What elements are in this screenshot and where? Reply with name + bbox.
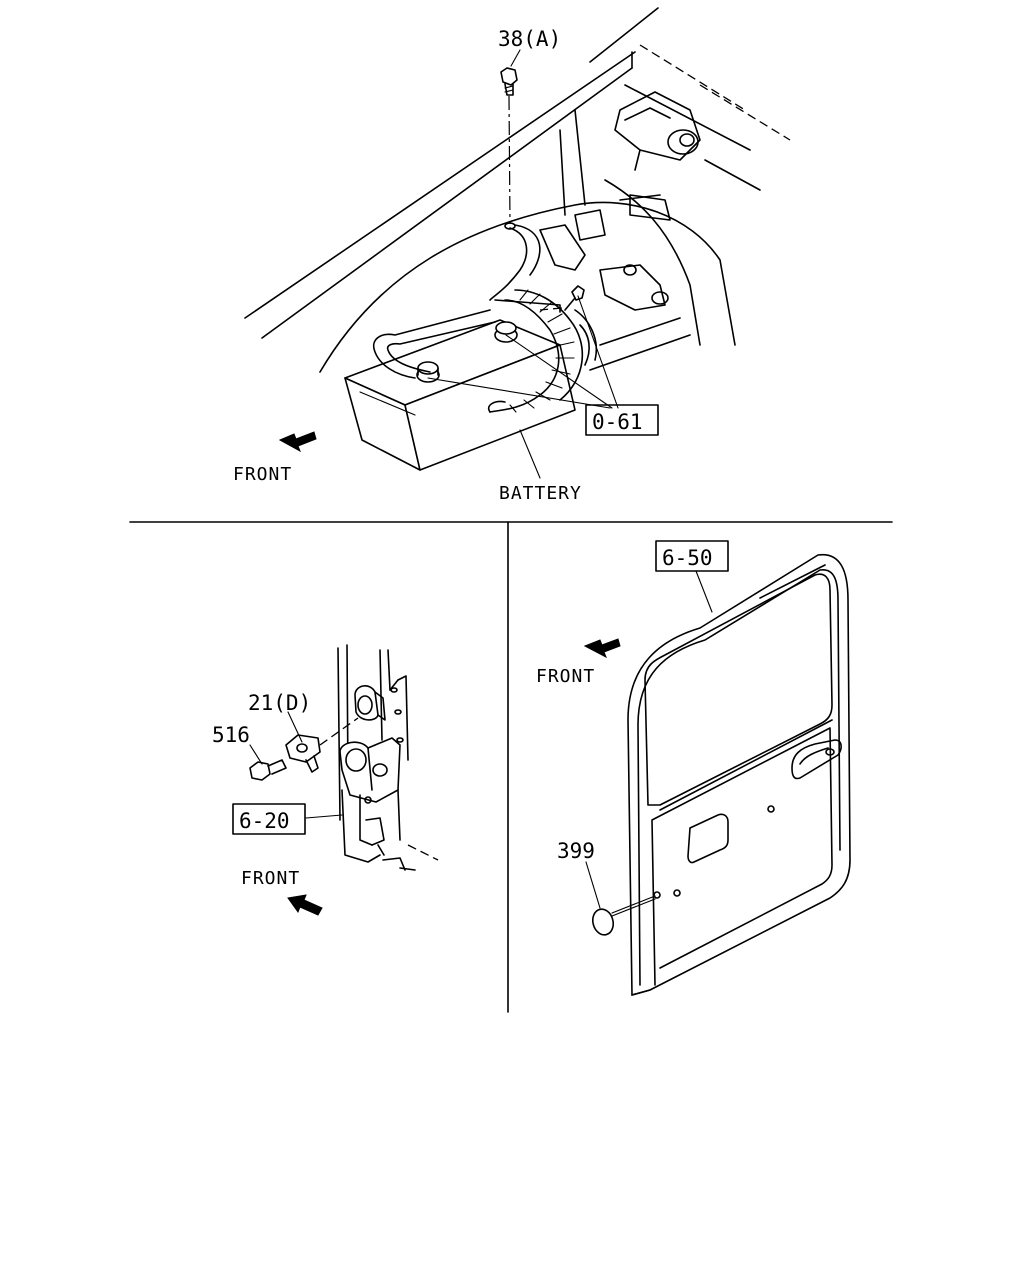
callout-label-38a: 38(A)	[498, 27, 561, 51]
leader-620	[305, 814, 343, 819]
bracket-to-hinge-hidden	[319, 717, 359, 746]
relay-bracket	[539, 224, 586, 271]
bracket-21d	[285, 734, 321, 773]
strut-mount-hole-2	[623, 264, 637, 276]
hood-hidden-line	[639, 44, 746, 111]
window-top-line	[759, 564, 826, 599]
door-window	[644, 573, 833, 806]
firewall-edge	[574, 109, 586, 206]
front-arrow-icon-left	[287, 894, 323, 916]
hood-edge	[589, 7, 659, 63]
callout-label-399: 399	[557, 839, 595, 863]
leader-399	[585, 861, 601, 909]
window-sill-line	[659, 719, 833, 811]
battery-section	[244, 7, 791, 479]
fender-line-outer	[244, 51, 636, 319]
hood-hidden-line-2	[699, 84, 791, 141]
door-hinge-section	[232, 644, 439, 916]
fender-line-inner	[261, 67, 633, 339]
leader-061-a	[427, 377, 611, 409]
callout-label-650: 6-50	[662, 546, 713, 570]
positive-cable	[373, 309, 491, 379]
panel-hole	[767, 805, 775, 813]
callout-label-061: 0-61	[592, 410, 643, 434]
strut-hole	[629, 194, 671, 221]
leader-061-b	[505, 334, 613, 409]
upper-hinge	[354, 685, 386, 721]
bolt-516	[249, 759, 287, 781]
leader-061-c	[577, 295, 619, 409]
lower-hinge	[339, 737, 401, 803]
pillar-flange	[397, 675, 409, 761]
cowl-line	[624, 84, 751, 151]
leader-21d	[287, 711, 303, 743]
door-handle	[791, 739, 842, 780]
plug-hole	[653, 891, 661, 899]
rear-door-section	[583, 540, 851, 996]
door-hidden-line	[407, 844, 439, 861]
inner-panel-opening	[687, 813, 729, 864]
bolt-38a	[500, 67, 518, 96]
leader-battery	[519, 429, 541, 479]
door-outer-outline	[627, 553, 851, 996]
strut-tower-line	[604, 179, 701, 346]
wiring-harness	[487, 289, 597, 413]
pillar-line-3	[379, 649, 383, 741]
pillar-line-1	[337, 647, 341, 821]
battery-label: BATTERY	[499, 483, 582, 504]
callout-label-620: 6-20	[239, 809, 290, 833]
panel-hole-2	[673, 889, 681, 897]
door-edge	[341, 789, 381, 863]
plug-leader	[611, 895, 656, 914]
leader-650	[695, 570, 713, 613]
wiper-motor	[614, 91, 701, 171]
plug-399	[591, 908, 615, 936]
front-label-right: FRONT	[536, 666, 595, 687]
ground-cable	[489, 227, 528, 301]
strut-hole-edge	[619, 194, 661, 201]
tray-line	[589, 334, 691, 371]
callout-38a-leader	[510, 49, 521, 67]
bolt-38a-leader	[508, 95, 511, 225]
door-lower-panel	[651, 727, 833, 986]
wheel-house-outline	[319, 201, 736, 373]
callout-box-061	[585, 404, 659, 436]
front-label-left: FRONT	[241, 868, 300, 889]
callout-label-21d: 21(D)	[248, 691, 311, 715]
pillar-line-4	[387, 649, 391, 691]
front-arrow-icon-right	[583, 638, 621, 659]
leader-516	[249, 744, 263, 765]
bracket-small	[574, 209, 606, 241]
strut-mount	[599, 264, 666, 311]
firewall-edge-2	[559, 129, 566, 216]
door-latch	[365, 817, 385, 846]
front-label-top: FRONT	[233, 464, 292, 485]
front-arrow-icon	[278, 431, 317, 453]
tray-line-2	[599, 317, 681, 346]
callout-label-516: 516	[212, 723, 250, 747]
strut-mount-hole	[651, 291, 669, 305]
cowl-line-2	[704, 159, 761, 191]
callout-box-620	[232, 803, 306, 835]
door-inner-outline	[637, 569, 841, 986]
callout-box-650	[655, 540, 729, 572]
harness-bolt	[571, 285, 585, 301]
